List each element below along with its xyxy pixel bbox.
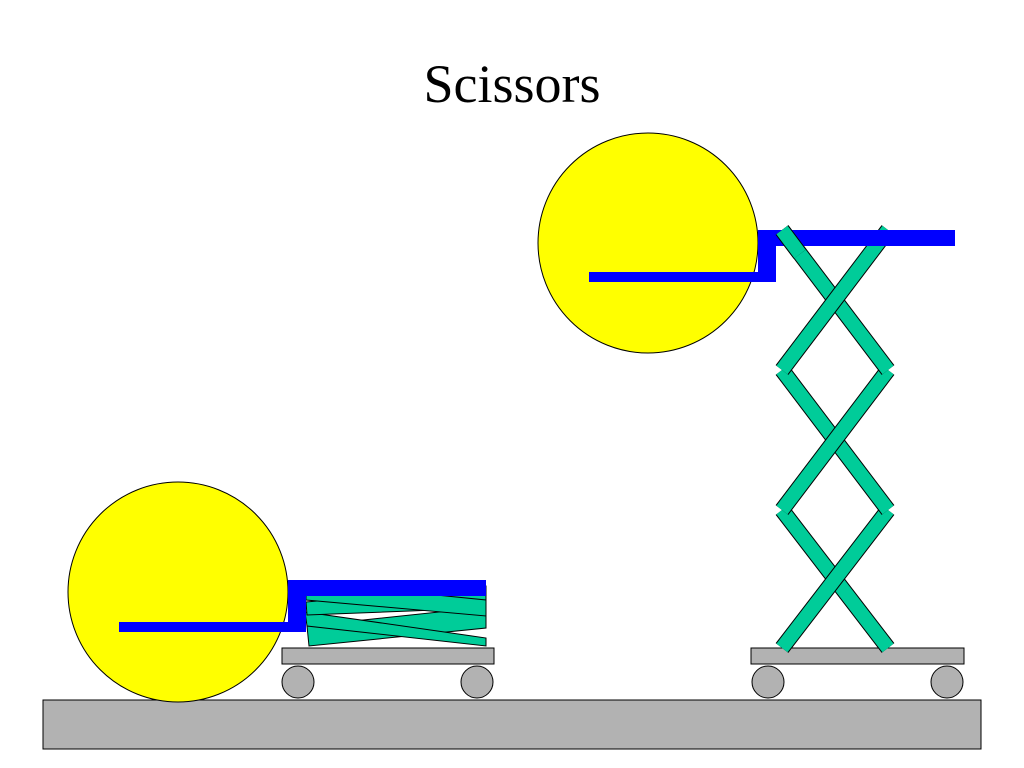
slide-title: Scissors <box>423 54 601 114</box>
collapsed-arm <box>119 622 306 632</box>
extended-cart-wheel-left <box>751 665 785 699</box>
collapsed-scissor-bar <box>304 611 487 647</box>
collapsed-cart-wheel-left <box>281 665 315 699</box>
collapsed-arm-connector <box>288 580 306 632</box>
collapsed-top-plate <box>290 580 486 596</box>
collapsed-cart-wheel-right <box>460 665 494 699</box>
extended-arm <box>589 272 776 282</box>
collapsed-cart-platform <box>281 647 495 665</box>
extended-lift <box>537 132 965 699</box>
extended-arm-connector <box>758 230 776 282</box>
extended-cart-wheel-right <box>930 665 964 699</box>
ground-floor <box>42 699 982 750</box>
collapsed-ball <box>67 481 289 703</box>
extended-cart-platform <box>750 647 965 665</box>
extended-top-plate <box>758 230 955 246</box>
collapsed-lift <box>67 481 495 703</box>
extended-ball <box>537 132 759 354</box>
